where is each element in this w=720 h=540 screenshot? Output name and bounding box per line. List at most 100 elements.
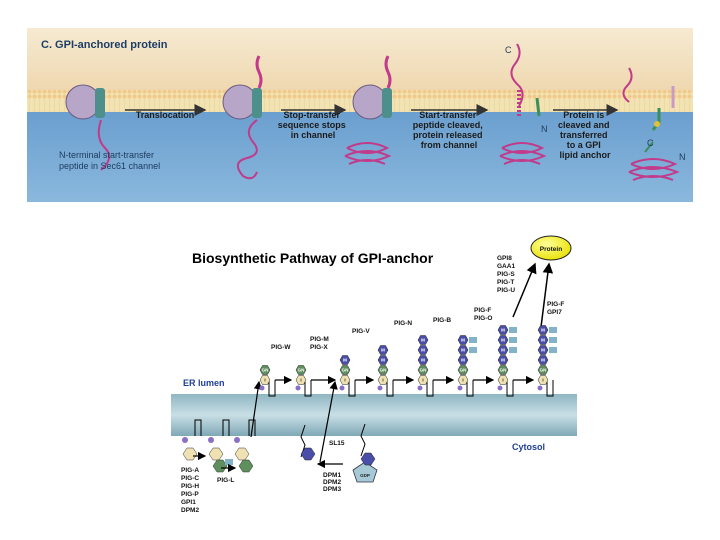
svg-text:GN: GN — [500, 368, 507, 373]
svg-text:M: M — [461, 338, 465, 343]
enzymes-pig-m-x: PIG-M PIG-X — [310, 336, 331, 351]
mannose-hex: M — [497, 345, 509, 355]
phosphate-dot — [339, 385, 345, 391]
protein-oval: Protein — [530, 235, 572, 261]
glcn-hex: GN — [417, 365, 429, 375]
gpi-anchored-protein: C N — [622, 67, 686, 181]
lipid-tail — [268, 380, 276, 397]
svg-text:I: I — [422, 378, 423, 383]
phosphate-dot — [457, 385, 463, 391]
start-transfer-note: N-terminal start-transfer peptide in Sec… — [59, 150, 160, 171]
svg-text:M: M — [421, 338, 425, 343]
svg-text:GN: GN — [420, 368, 427, 373]
mannose-hex: M — [417, 345, 429, 355]
svg-text:I: I — [502, 378, 503, 383]
mannose-hex: M — [339, 355, 351, 365]
lipid-tail — [348, 380, 356, 397]
arrow-to-protein-1 — [512, 262, 537, 318]
inositol-hex: I — [339, 375, 351, 385]
c-terminus-label-2: C — [647, 138, 654, 148]
svg-text:M: M — [501, 338, 505, 343]
phosphate-dot — [537, 385, 543, 391]
mannose-hex: M — [537, 335, 549, 345]
lipid-tail — [426, 380, 434, 397]
mannose-hex: M — [417, 335, 429, 345]
lipid-tail — [466, 380, 474, 397]
sec61-channel-2 — [222, 55, 263, 120]
inositol-hex: I — [497, 375, 509, 385]
arrow-to-protein-2 — [540, 262, 554, 328]
svg-text:M: M — [461, 348, 465, 353]
etn-tag — [509, 347, 517, 353]
dolichol-phosphate-mannose — [300, 423, 366, 461]
svg-text:M: M — [501, 348, 505, 353]
n-terminus-label-2: N — [679, 152, 686, 162]
step-4-caption: Protein is cleaved and transferred to a … — [558, 110, 612, 160]
svg-text:M: M — [421, 358, 425, 363]
phosphate-dot — [417, 385, 423, 391]
protein-label: Protein — [540, 246, 562, 253]
polypeptide-1 — [97, 119, 111, 171]
svg-text:M: M — [501, 328, 505, 333]
inositol-hex: I — [377, 375, 389, 385]
gdp-label: GDP — [360, 473, 370, 478]
released-protein: C N — [499, 43, 548, 165]
enzymes-initial: PIG-A PIG-C PIG-H PIG-P GPI1 DPM2 — [181, 467, 201, 514]
lipid-tail — [304, 380, 312, 397]
mannose-hex: M — [377, 345, 389, 355]
sec61-channel-1 — [65, 84, 105, 120]
svg-text:I: I — [300, 378, 301, 383]
mannose-hex: M — [417, 355, 429, 365]
mannose-hex: M — [497, 355, 509, 365]
inositol-hex: I — [417, 375, 429, 385]
gdp-mannose: GDP — [352, 452, 378, 483]
glcn-hex: GN — [377, 365, 389, 375]
etn-tag — [509, 337, 517, 343]
lipid-tail — [386, 380, 394, 397]
folded-protein-1 — [344, 142, 392, 165]
glcn-hex: GN — [259, 365, 271, 375]
svg-text:GN: GN — [460, 368, 467, 373]
enzymes-dpm: DPM1 DPM2 DPM3 — [323, 472, 343, 493]
sl15-label: SL15 — [329, 440, 345, 447]
glcn-hex: GN — [295, 365, 307, 375]
mannose-hex: M — [497, 335, 509, 345]
step-1-caption: Translocation — [136, 110, 195, 120]
svg-text:M: M — [461, 358, 465, 363]
etn-tag — [469, 347, 477, 353]
transamidase-enzymes: GPI8 GAA1 PIG-S PIG-T PIG-U — [497, 255, 517, 294]
n-terminus-label: N — [541, 124, 548, 134]
step-3-caption: Start-transfer peptide cleaved, protein … — [413, 110, 486, 150]
svg-text:M: M — [421, 348, 425, 353]
etn-tag — [549, 337, 557, 343]
lipid-tail — [506, 380, 514, 397]
lipid-tail — [546, 380, 554, 397]
pathway-title: Biosynthetic Pathway of GPI-anchor — [192, 250, 434, 266]
polypeptide-2 — [236, 119, 258, 180]
svg-text:M: M — [541, 358, 545, 363]
svg-text:M: M — [541, 348, 545, 353]
inositol-hex: I — [537, 375, 549, 385]
phosphate-dot — [259, 385, 265, 391]
svg-text:I: I — [542, 378, 543, 383]
svg-text:I: I — [264, 378, 265, 383]
phosphate-dot — [295, 385, 301, 391]
enzymes-pig-f-gpi7: PIG-F GPI7 — [547, 301, 566, 316]
mannose-hex: M — [537, 355, 549, 365]
inositol-hex: I — [295, 375, 307, 385]
svg-text:I: I — [344, 378, 345, 383]
gpi-anchored-protein-figure: C. GPI-anchored protein C N C N — [27, 28, 693, 202]
enzymes-pig-f-o: PIG-F PIG-O — [474, 307, 493, 322]
gpi-biosynthesis-diagram: Biosynthetic Pathway of GPI-anchor ER lu… — [165, 232, 585, 522]
sec61-channel-3 — [352, 55, 392, 120]
er-lumen-label: ER lumen — [183, 378, 225, 388]
phosphate-dot — [497, 385, 503, 391]
etn-tag — [509, 327, 517, 333]
svg-text:GN: GN — [298, 368, 305, 373]
etn-tag — [549, 347, 557, 353]
arrow-flip-lumen — [250, 380, 263, 438]
phosphate-dot — [377, 385, 383, 391]
svg-text:GN: GN — [342, 368, 349, 373]
arrow-flip — [319, 380, 338, 463]
glcn-hex: GN — [497, 365, 509, 375]
